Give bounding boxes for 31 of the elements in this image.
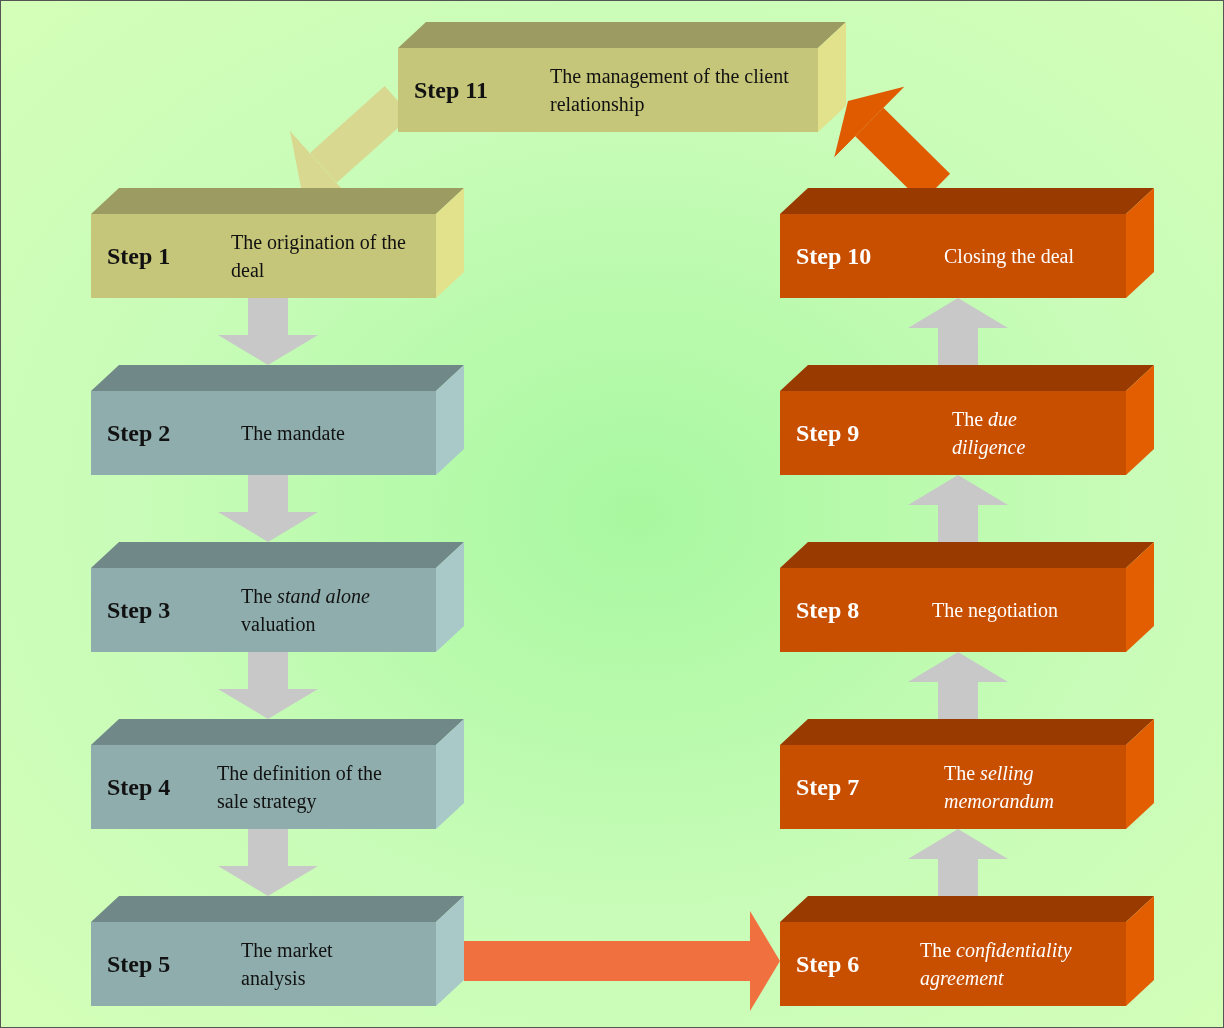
step-title: The confidentiality agreement xyxy=(920,938,1073,992)
step-number: Step 5 xyxy=(107,950,171,978)
block-arrow xyxy=(218,298,318,365)
block-arrow xyxy=(908,652,1008,719)
block-arrow xyxy=(218,652,318,719)
step-title: The definition of the sale strategy xyxy=(217,761,383,815)
step-number: Step 1 xyxy=(107,242,171,270)
block-arrow xyxy=(464,911,780,1011)
step-number: Step 6 xyxy=(796,950,860,978)
step-title: The due diligence xyxy=(952,407,1027,461)
step-title: The management of the client relationship xyxy=(550,64,790,118)
block-arrow xyxy=(908,829,1008,896)
step-title: The negotiation xyxy=(932,598,1060,624)
block-arrow xyxy=(908,298,1008,365)
step-number: Step 10 xyxy=(796,242,872,270)
block-arrow xyxy=(908,475,1008,542)
block-arrow xyxy=(218,475,318,542)
step-number: Step 8 xyxy=(796,596,860,624)
step-number: Step 2 xyxy=(107,419,171,447)
step-title: The stand alone valuation xyxy=(241,584,371,637)
step-number: Step 11 xyxy=(414,76,488,104)
step-number: Step 7 xyxy=(796,773,860,801)
step-title: The origination of the deal xyxy=(231,230,406,283)
step-title: The market analysis xyxy=(241,938,334,992)
step-title: The selling memorandum xyxy=(944,761,1055,814)
step-number: Step 4 xyxy=(107,773,171,801)
block-arrow xyxy=(218,829,318,896)
step-title: Closing the deal xyxy=(944,244,1075,270)
step-title: The mandate xyxy=(241,421,346,446)
step-number: Step 9 xyxy=(796,419,860,447)
step-number: Step 3 xyxy=(107,596,171,624)
